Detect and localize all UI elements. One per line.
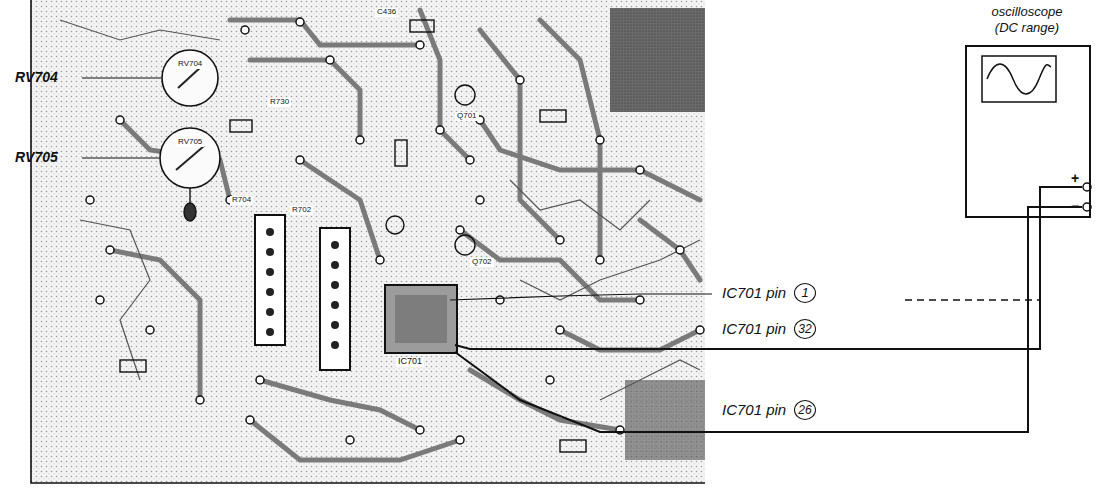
trace-outlines [60, 20, 700, 400]
alternate-probe-wire [905, 299, 1040, 300]
silkscreen-label: Q701 [455, 112, 479, 121]
pin-label: IC701 pin [722, 321, 786, 338]
part-callout: RV704 [15, 70, 58, 85]
copper-traces [110, 10, 700, 460]
sine-trace [987, 64, 1051, 94]
terminal-sign: + [1071, 171, 1079, 186]
silkscreen-label: RV704 [176, 60, 204, 69]
heatsink-area [610, 8, 705, 112]
silkscreen-label: RV705 [176, 138, 204, 147]
pin-number: 26 [794, 400, 816, 420]
pin-number: 1 [794, 283, 816, 303]
pin-label: IC701 pin [722, 285, 786, 302]
part-callout: RV705 [15, 150, 58, 165]
dip-packages [255, 215, 350, 370]
silkscreen-label: R730 [268, 98, 291, 107]
board [31, 0, 705, 483]
silkscreen-label: R702 [290, 206, 313, 215]
board-ground [31, 0, 705, 483]
trimmer-rv705 [160, 128, 220, 188]
solder-pads [86, 18, 704, 444]
scope-screen [981, 55, 1057, 103]
trimmer-rv704 [162, 50, 218, 106]
ic701-package [385, 285, 457, 353]
component-outlines [120, 20, 586, 452]
leader-lines [82, 78, 161, 158]
board-border [31, 0, 705, 483]
copper-area [625, 380, 705, 460]
instrument-case [965, 45, 1091, 218]
pin-label: IC701 pin [722, 402, 786, 419]
silkscreen-label: Q702 [470, 258, 494, 267]
probe-wires [450, 187, 1082, 432]
instrument-title: oscilloscope (DC range) [980, 4, 1074, 37]
silkscreen-label: C436 [375, 8, 398, 17]
pin-number: 32 [794, 319, 816, 339]
oscilloscope: oscilloscope (DC range) [960, 4, 1094, 37]
silkscreen-label: R704 [230, 196, 253, 205]
terminal-sign: − [1071, 199, 1079, 214]
silkscreen-label: IC701 [396, 357, 424, 367]
